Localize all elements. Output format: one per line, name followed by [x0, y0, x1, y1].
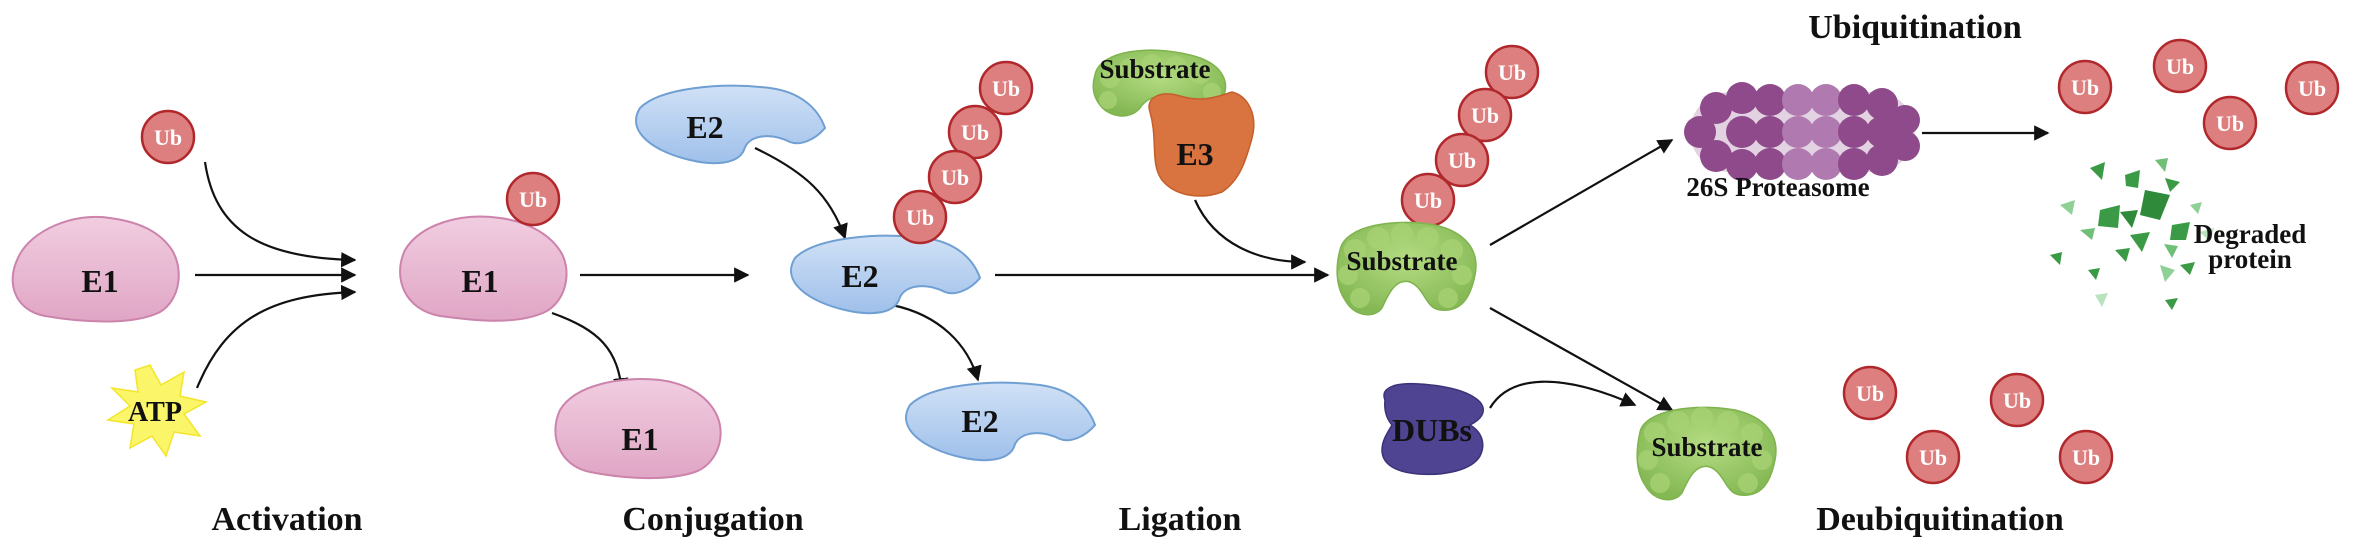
- ub-on-e1-label: Ub: [519, 187, 547, 212]
- svg-text:Ub: Ub: [941, 165, 969, 190]
- substrate-ubiquitinated: Substrate: [1336, 221, 1477, 316]
- svg-text:Ub: Ub: [2298, 76, 2326, 101]
- stage-label-activation: Activation: [211, 501, 362, 538]
- free-ub: Ub: [1842, 365, 1898, 421]
- degraded-label-line2: protein: [2208, 244, 2292, 274]
- ub-chain-item: Ub: [1457, 87, 1513, 143]
- svg-text:Ub: Ub: [1856, 381, 1884, 406]
- ub-chain-item: Ub: [1400, 172, 1456, 228]
- title-ubiquitination: Ubiquitination: [1808, 9, 2022, 46]
- e1-released-label: E1: [621, 421, 658, 457]
- svg-text:Ub: Ub: [2166, 54, 2194, 79]
- e1-active-label: E1: [461, 263, 498, 299]
- e2-enzyme-loaded: E2: [790, 234, 982, 315]
- stage-label-conjugation: Conjugation: [622, 501, 803, 538]
- ub-chain-item: Ub: [947, 104, 1003, 160]
- free-ub: Ub: [1905, 429, 1961, 485]
- ub-activation: Ub: [140, 109, 196, 165]
- arrow-e3-to-substrate: [1193, 199, 1307, 270]
- dubs-label: DUBs: [1392, 412, 1472, 448]
- svg-text:Ub: Ub: [2072, 445, 2100, 470]
- svg-text:Ub: Ub: [992, 76, 1020, 101]
- svg-text:Ub: Ub: [1471, 103, 1499, 128]
- free-ub: Ub: [2284, 60, 2340, 116]
- proteasome-label: 26S Proteasome: [1686, 172, 1869, 202]
- svg-text:Ub: Ub: [2071, 75, 2099, 100]
- e3-ligase: E3: [1148, 91, 1255, 197]
- e1-enzyme-active: E1 Ub: [399, 171, 568, 322]
- svg-text:Ub: Ub: [961, 120, 989, 145]
- e1-enzyme-released: E1: [554, 378, 722, 480]
- e2-enzyme-released: E2: [905, 381, 1097, 462]
- svg-text:Ub: Ub: [1414, 188, 1442, 213]
- svg-text:Ub: Ub: [1448, 148, 1476, 173]
- svg-text:Ub: Ub: [2003, 388, 2031, 413]
- arrow-to-proteasome: [1489, 139, 1674, 246]
- arrow-atp-to-e1: [195, 284, 357, 389]
- svg-text:Ub: Ub: [1498, 60, 1526, 85]
- ub-chain-item: Ub: [927, 149, 983, 205]
- svg-text:Ub: Ub: [2216, 111, 2244, 136]
- ub-on-e1: Ub: [505, 171, 561, 227]
- ub-chain-ligation: Ub Ub Ub Ub: [892, 60, 1034, 245]
- svg-text:Ub: Ub: [906, 205, 934, 230]
- ub-chain-item: Ub: [1434, 132, 1490, 188]
- free-ub: Ub: [1989, 372, 2045, 428]
- arrow-dubs-to-substrate: [1489, 380, 1637, 409]
- ub-chain-item: Ub: [978, 60, 1034, 116]
- arrow-e2-release: [891, 303, 982, 382]
- degraded-protein-fragments: [2050, 158, 2214, 310]
- free-ub-ubiquitination: Ub Ub Ub Ub: [2057, 38, 2340, 151]
- e1-enzyme-initial: E1: [11, 215, 180, 323]
- free-ub: Ub: [2057, 59, 2113, 115]
- e2-label: E2: [686, 109, 723, 145]
- degraded-label-line1: Degraded: [2194, 219, 2306, 249]
- substrate-deub-label: Substrate: [1651, 432, 1762, 462]
- free-ub-deubiquitination: Ub Ub Ub Ub: [1842, 365, 2114, 485]
- e2-loaded-label: E2: [841, 258, 878, 294]
- ub-chain-item: Ub: [1484, 44, 1540, 100]
- title-deubiquitination: Deubiquitination: [1816, 501, 2064, 538]
- arrow-e2-to-loaded: [754, 147, 848, 240]
- e1-label: E1: [81, 263, 118, 299]
- svg-text:Ub: Ub: [1919, 445, 1947, 470]
- free-ub: Ub: [2058, 429, 2114, 485]
- atp-molecule: ATP: [105, 364, 209, 458]
- free-ub: Ub: [2202, 95, 2258, 151]
- e3-label: E3: [1176, 136, 1213, 172]
- atp-label: ATP: [128, 397, 182, 428]
- arrows: [195, 125, 2050, 411]
- stage-label-ligation: Ligation: [1119, 501, 1242, 538]
- substrate-deubiquitinated: Substrate: [1636, 406, 1777, 501]
- e2-enzyme-free: E2: [635, 84, 827, 165]
- arrow-to-deubiquitinated: [1489, 307, 1674, 411]
- ub-chain-substrate: Ub Ub Ub Ub: [1400, 44, 1540, 228]
- arrow-e1-release: [551, 311, 629, 394]
- substrate-center-label: Substrate: [1346, 246, 1457, 276]
- proteasome-26s: 26S Proteasome: [1684, 82, 1920, 202]
- dubs-enzyme: DUBs: [1381, 382, 1484, 476]
- e2-released-label: E2: [961, 403, 998, 439]
- arrow-ub-to-e1: [203, 161, 357, 268]
- substrate-e3-label: Substrate: [1099, 54, 1210, 84]
- free-ub: Ub: [2152, 38, 2208, 94]
- ub-chain-item: Ub: [892, 189, 948, 245]
- ub-label: Ub: [154, 125, 182, 150]
